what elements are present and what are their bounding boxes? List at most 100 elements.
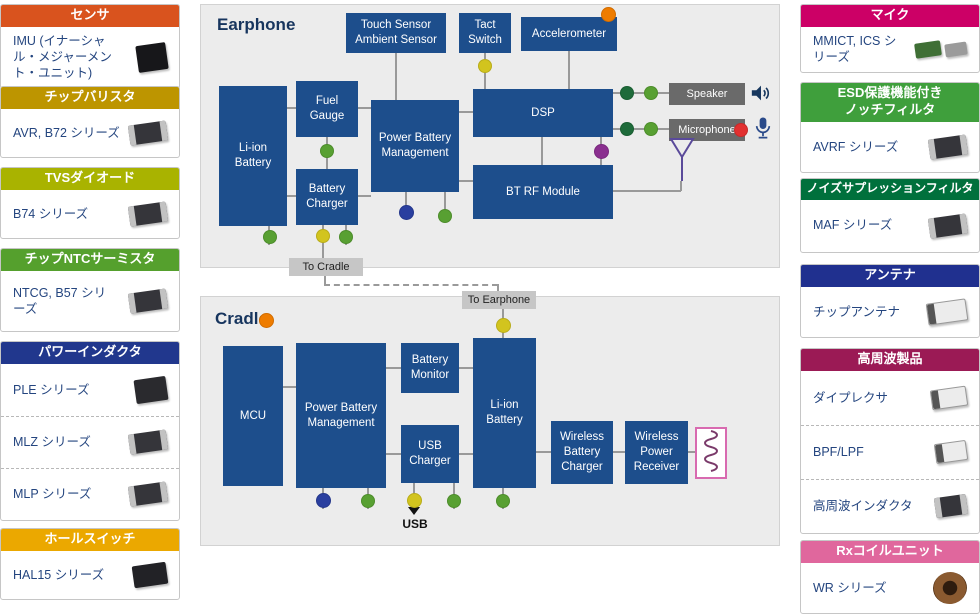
card-microphone: マイク MMICT, ICS シリーズ — [800, 4, 980, 73]
product-link-ntcg-b57[interactable]: NTCG, B57 シリーズ — [1, 271, 179, 331]
diplexer-chip-image — [929, 385, 969, 411]
connector — [405, 192, 407, 215]
antenna-chip-image — [925, 298, 969, 326]
connector — [358, 107, 371, 109]
block-power-battery-management: Power Battery Management — [371, 100, 459, 192]
card-hall-switch: ホールスイッチ HAL15 シリーズ — [0, 528, 180, 600]
connector — [459, 180, 473, 182]
speaker-icon — [750, 82, 772, 109]
to-cradle-label: To Cradle — [289, 258, 363, 276]
connector — [287, 195, 296, 197]
block-li-ion-battery: Li-ion Battery — [473, 338, 536, 488]
connector — [541, 137, 543, 165]
mems-mic-pcb-image — [914, 40, 942, 59]
block-speaker: Speaker — [669, 83, 745, 105]
panel-link-dashed — [324, 284, 498, 286]
connector — [459, 111, 473, 113]
product-link-ple[interactable]: PLE シリーズ — [1, 364, 179, 416]
block-wireless-power-receiver: Wireless Power Receiver — [625, 421, 688, 484]
connector — [459, 367, 473, 369]
block-wireless-battery-charger: Wireless Battery Charger — [551, 421, 613, 484]
coil-icon — [702, 429, 720, 478]
bpf-lpf-chip-image — [933, 440, 969, 465]
dot-yellow — [496, 318, 511, 333]
card-tvs-diode: TVSダイオード B74 シリーズ — [0, 167, 180, 239]
panel-link-dashed — [324, 275, 326, 285]
product-label: MLZ シリーズ — [13, 435, 91, 450]
hall-chip-image — [131, 561, 169, 589]
product-link-maf[interactable]: MAF シリーズ — [801, 200, 979, 252]
block-tact-switch: Tact Switch — [459, 13, 511, 53]
dot-blue — [316, 493, 331, 508]
connector — [395, 53, 397, 100]
product-link-chip-antenna[interactable]: チップアンテナ — [801, 287, 979, 337]
block-microphone: Microphone — [669, 119, 745, 141]
connector — [613, 190, 681, 192]
connector — [287, 107, 296, 109]
cradle-panel: Cradle MCU Power Battery Management Batt… — [200, 291, 780, 546]
product-label: B74 シリーズ — [13, 206, 89, 221]
mlp-chip-image — [127, 481, 169, 507]
product-link-avr-b72[interactable]: AVR, B72 シリーズ — [1, 109, 179, 157]
dot-blue — [399, 205, 414, 220]
product-label: HAL15 シリーズ — [13, 567, 105, 582]
product-link-mlz[interactable]: MLZ シリーズ — [1, 415, 179, 468]
usb-arrow-icon — [408, 507, 420, 515]
block-touch-sensor: Touch Sensor Ambient Sensor — [346, 13, 446, 53]
dot-green — [447, 494, 461, 508]
product-label: AVRF シリーズ — [813, 139, 899, 154]
card-antenna-header: アンテナ — [801, 265, 979, 287]
connector — [613, 451, 625, 453]
product-link-avrf[interactable]: AVRF シリーズ — [801, 122, 979, 172]
card-tvs-diode-header: TVSダイオード — [1, 168, 179, 190]
card-rf-products: 高周波製品 ダイプレクサ BPF/LPF 高周波インダクタ — [800, 348, 980, 534]
antenna-icon — [669, 137, 695, 188]
block-li-ion-battery: Li-ion Battery — [219, 86, 287, 226]
block-accelerometer: Accelerometer — [521, 17, 617, 51]
card-rf-products-header: 高周波製品 — [801, 349, 979, 371]
dot-green — [339, 230, 353, 244]
card-ntc-thermistor-header: チップNTCサーミスタ — [1, 249, 179, 271]
connector — [613, 92, 669, 94]
dot-dark-green — [620, 86, 634, 100]
product-label: WR シリーズ — [813, 580, 887, 595]
card-esd-notch-filter: ESD保護機能付き ノッチフィルタ AVRF シリーズ — [800, 82, 980, 173]
product-link-rf-inductor[interactable]: 高周波インダクタ — [801, 478, 979, 533]
product-link-mmict-ics[interactable]: MMICT, ICS シリーズ — [801, 27, 979, 72]
product-link-mlp[interactable]: MLP シリーズ — [1, 467, 179, 520]
imu-chip-image — [135, 41, 169, 73]
dot-green — [263, 230, 277, 244]
connector — [386, 453, 401, 455]
block-mcu: MCU — [223, 346, 283, 486]
mlz-chip-image — [127, 429, 169, 455]
dot-yellow — [407, 493, 422, 508]
dot-green — [644, 122, 658, 136]
block-battery-charger: Battery Charger — [296, 169, 358, 225]
card-rx-coil-unit-header: Rxコイルユニット — [801, 541, 979, 563]
connector — [358, 195, 371, 197]
product-link-wr-series[interactable]: WR シリーズ — [801, 563, 979, 613]
product-link-imu[interactable]: IMU (イナーシャル・メジャーメント・ユニット) — [1, 27, 179, 88]
product-label: MLP シリーズ — [13, 487, 92, 502]
block-battery-monitor: Battery Monitor — [401, 343, 459, 393]
product-label: MMICT, ICS シリーズ — [813, 34, 897, 65]
connector — [568, 51, 570, 89]
block-power-battery-management: Power Battery Management — [296, 343, 386, 488]
product-link-bpf-lpf[interactable]: BPF/LPF — [801, 424, 979, 479]
dot-green — [361, 494, 375, 508]
card-chip-varistor: チップバリスタ AVR, B72 シリーズ — [0, 86, 180, 158]
dot-green — [644, 86, 658, 100]
block-fuel-gauge: Fuel Gauge — [296, 81, 358, 137]
connector — [444, 192, 446, 217]
dot-green — [320, 144, 334, 158]
earphone-title: Earphone — [217, 15, 296, 34]
cradle-title: Cradle — [215, 309, 268, 328]
product-link-hal15[interactable]: HAL15 シリーズ — [1, 551, 179, 599]
product-link-diplexer[interactable]: ダイプレクサ — [801, 371, 979, 425]
product-link-b74[interactable]: B74 シリーズ — [1, 190, 179, 238]
product-label: IMU (イナーシャル・メジャーメント・ユニット) — [13, 33, 112, 81]
to-earphone-label: To Earphone — [462, 291, 536, 309]
product-label: BPF/LPF — [813, 445, 864, 460]
maf-chip-image — [927, 213, 969, 239]
card-esd-notch-filter-header: ESD保護機能付き ノッチフィルタ — [801, 83, 979, 122]
